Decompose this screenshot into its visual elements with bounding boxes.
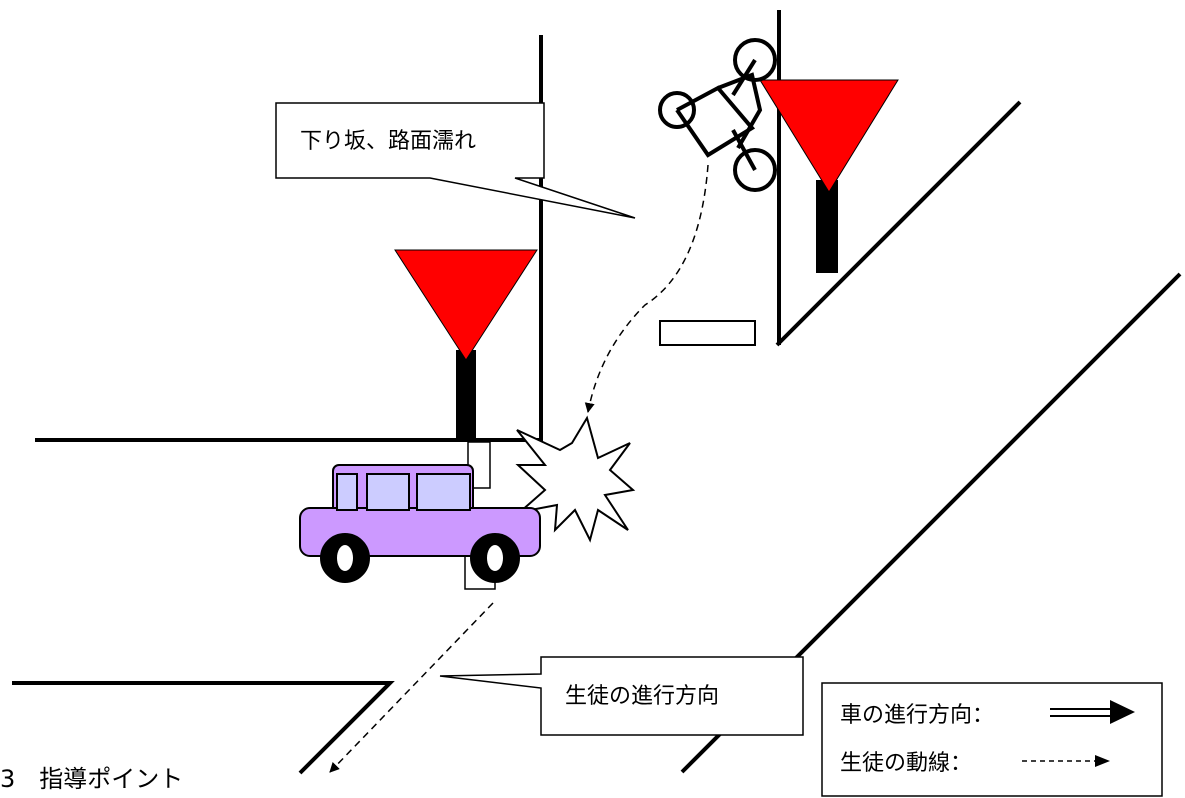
solid-arrow-icon — [1050, 700, 1135, 724]
callout-slope: 下り坂、路面濡れ — [275, 102, 636, 219]
bicycle-icon — [658, 38, 777, 192]
collision-burst-icon — [515, 415, 636, 543]
road-edge-upper-right-diagonal — [775, 100, 1022, 347]
yield-sign-icon — [759, 79, 899, 193]
callout-student-direction-box — [439, 656, 804, 736]
legend-student-path-label: 生徒の動線： — [840, 751, 972, 776]
road-edge-lower-left — [12, 681, 395, 775]
callout-student-direction: 生徒の進行方向 — [439, 656, 804, 736]
car-window — [416, 473, 471, 511]
legend-box — [821, 682, 1163, 797]
car-icon — [299, 464, 541, 583]
dashed-arrow-icon — [1022, 755, 1110, 767]
car-window — [336, 473, 358, 511]
student-path-line — [584, 164, 709, 413]
student-direction-line — [329, 602, 494, 773]
callout-slope-box — [275, 102, 636, 219]
legend-car-direction-label: 車の進行方向： — [840, 703, 994, 728]
yield-sign-icon — [394, 249, 538, 361]
yield-sign-right — [759, 79, 899, 273]
stop-line-marking — [659, 320, 756, 346]
section-heading: 3 指導ポイント — [0, 765, 183, 793]
callout-student-direction-text: 生徒の進行方向 — [565, 684, 719, 709]
legend: 車の進行方向： 生徒の動線： — [821, 682, 1163, 797]
callout-slope-text: 下り坂、路面濡れ — [300, 129, 476, 154]
car-window — [366, 473, 410, 511]
yield-sign-pole — [456, 350, 476, 440]
yield-sign-left — [394, 249, 538, 440]
yield-sign-pole — [816, 180, 838, 273]
